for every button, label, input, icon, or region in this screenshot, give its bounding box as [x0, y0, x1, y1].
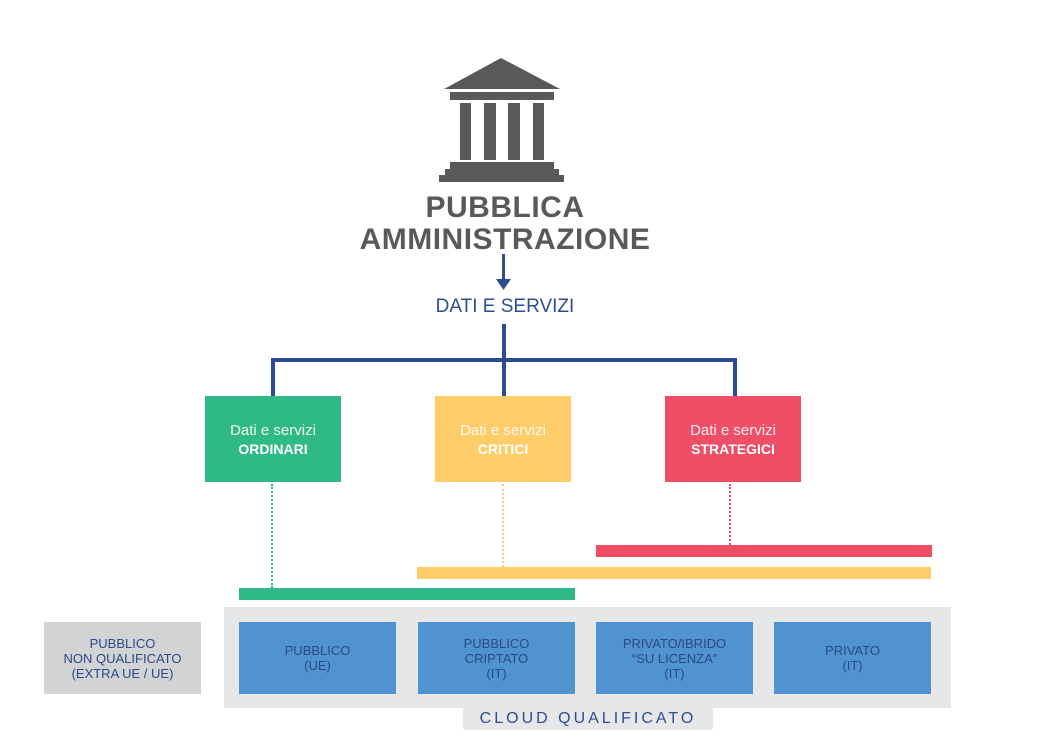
category-label: Dati e servizi: [230, 421, 316, 439]
category-label: Dati e servizi: [690, 421, 776, 439]
box-line: PUBBLICO: [284, 643, 351, 658]
connector-horizontal: [271, 358, 737, 362]
cloud-box-privato-ibrido: PRIVATO/IBRIDO “SU LICENZA” (IT): [596, 622, 753, 694]
coverage-bar-ordinari: [239, 588, 575, 600]
title-line-2: AMMINISTRAZIONE: [359, 223, 651, 256]
dotted-line-critici: [502, 484, 504, 567]
coverage-bar-strategici: [596, 545, 932, 557]
arrow-down-icon: [496, 279, 511, 290]
box-line: PUBBLICO: [89, 635, 156, 651]
category-ordinari: Dati e servizi ORDINARI: [205, 396, 341, 482]
box-line: PRIVATO: [825, 643, 880, 658]
dotted-line-strategici: [729, 484, 731, 545]
box-line: PRIVATO/IBRIDO: [622, 635, 727, 651]
government-building-icon: [439, 58, 564, 182]
cloud-box-pubblico-ue: PUBBLICO (UE): [239, 622, 396, 694]
category-label: Dati e servizi: [460, 421, 546, 439]
box-line: “SU LICENZA”: [631, 650, 718, 666]
box-line: (EXTRA UE / UE): [71, 665, 174, 681]
title-line-1: PUBBLICA: [425, 191, 585, 224]
connector-left: [271, 358, 275, 396]
box-line: (IT): [664, 665, 685, 681]
coverage-bar-critici: [417, 567, 931, 579]
box-line: PUBBLICO: [463, 635, 530, 651]
category-name: CRITICI: [477, 440, 529, 457]
box-line: CRIPTATO: [464, 650, 529, 666]
category-name: ORDINARI: [238, 440, 308, 457]
cloud-qualified-label: CLOUD QUALIFICATO: [463, 700, 713, 730]
box-line: NON QUALIFICATO: [63, 650, 182, 666]
category-strategici: Dati e servizi STRATEGICI: [665, 396, 801, 482]
box-line: (IT): [842, 658, 863, 673]
category-critici: Dati e servizi CRITICI: [435, 396, 571, 482]
public-non-qualified-box: PUBBLICO NON QUALIFICATO (EXTRA UE / UE): [44, 622, 201, 694]
cloud-box-privato: PRIVATO (IT): [774, 622, 931, 694]
cloud-box-pubblico-criptato: PUBBLICO CRIPTATO (IT): [418, 622, 575, 694]
box-line: (IT): [486, 665, 507, 681]
dotted-line-ordinari: [271, 484, 273, 588]
connector-right: [733, 358, 737, 396]
arrow-shaft: [502, 254, 505, 282]
box-line: (UE): [304, 658, 331, 673]
subtitle: DATI E SERVIZI: [435, 296, 575, 317]
category-name: STRATEGICI: [691, 440, 775, 457]
